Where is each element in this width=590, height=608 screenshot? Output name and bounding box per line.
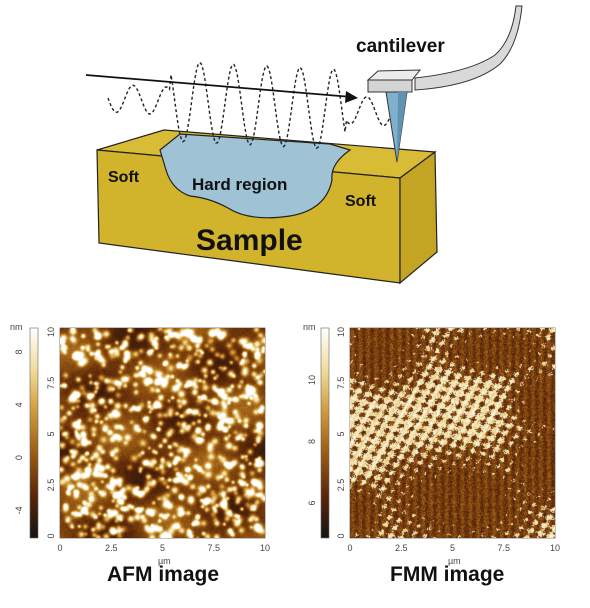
afm-x-tick-4: 10 [260, 543, 270, 553]
fmm-y-tick-4: 0 [336, 533, 346, 538]
cantilever-label: cantilever [356, 36, 445, 57]
afm-colorbar-tick-1: 4 [14, 402, 24, 407]
afm-y-tick-1: 7.5 [46, 377, 56, 390]
afm-x-tick-0: 0 [57, 543, 62, 553]
afm-x-tick-1: 2.5 [105, 543, 118, 553]
fmm-colorbar-unit: nm [303, 322, 316, 332]
fmm-stiffness-image [350, 328, 555, 538]
fmm-panel: nm 10 8 6 10 7.5 5 2.5 0 0 2.5 5 7.5 10 µm FMM ima… [295, 318, 590, 603]
cantilever-tip-shade [397, 92, 407, 162]
sample-side-face [399, 150, 438, 285]
afm-colorbar-tick-2: 0 [14, 455, 24, 460]
fmm-colorbar-tick-2: 6 [307, 500, 317, 505]
afm-x-unit: µm [158, 556, 171, 566]
afm-x-tick-2: 5 [160, 543, 165, 553]
fmm-y-tick-3: 2.5 [336, 479, 346, 492]
hard-region [159, 133, 352, 219]
afm-colorbar-tick-0: 8 [14, 349, 24, 354]
fmm-caption: FMM image [390, 563, 505, 586]
scan-arrow-line [85, 74, 353, 98]
fmm-x-tick-2: 5 [450, 543, 455, 553]
cantilever-block-top [366, 69, 422, 81]
fmm-y-tick-1: 7.5 [336, 377, 346, 390]
fmm-y-tick-0: 10 [336, 327, 346, 337]
hard-region-label: Hard region [192, 175, 287, 194]
soft-left-label: Soft [108, 169, 140, 186]
fmm-x-unit: µm [448, 556, 461, 566]
afm-y-tick-2: 5 [46, 431, 56, 436]
afm-figure: nm 8 4 0 -4 10 7.5 5 2.5 0 0 2.5 5 7.5 10 µm [10, 322, 270, 566]
fmm-colorbar-tick-1: 8 [307, 439, 317, 444]
fmm-x-tick-1: 2.5 [395, 543, 408, 553]
afm-y-tick-4: 0 [46, 533, 56, 538]
afm-colorbar-tick-3: -4 [14, 506, 24, 514]
soft-right-label: Soft [345, 193, 377, 210]
fmm-figure: nm 10 8 6 10 7.5 5 2.5 0 0 2.5 5 7.5 10 µm [303, 322, 560, 566]
sample-label: Sample [196, 224, 303, 257]
afm-colorbar-unit: nm [10, 322, 23, 332]
fmm-x-tick-0: 0 [347, 543, 352, 553]
sample-schematic: cantilever Soft Hard region Soft Sample [85, 5, 523, 285]
fmm-x-tick-4: 10 [550, 543, 560, 553]
cantilever-block [367, 79, 413, 93]
afm-colorbar [29, 327, 39, 539]
afm-panel: nm 8 4 0 -4 10 7.5 5 2.5 0 0 2.5 5 7.5 10 µm AFM im… [0, 318, 295, 603]
cantilever-arm [414, 5, 523, 91]
oscillation-wave [107, 61, 393, 150]
afm-topography-image [60, 328, 265, 538]
fmm-x-tick-3: 7.5 [497, 543, 510, 553]
fmm-colorbar-tick-0: 10 [307, 375, 317, 385]
afm-y-tick-0: 10 [46, 327, 56, 337]
afm-y-tick-3: 2.5 [46, 479, 56, 492]
afm-caption: AFM image [107, 563, 220, 586]
fmm-colorbar [320, 327, 330, 539]
fmm-y-tick-2: 5 [336, 431, 346, 436]
scan-arrow-head [345, 91, 358, 103]
afm-x-tick-3: 7.5 [207, 543, 220, 553]
